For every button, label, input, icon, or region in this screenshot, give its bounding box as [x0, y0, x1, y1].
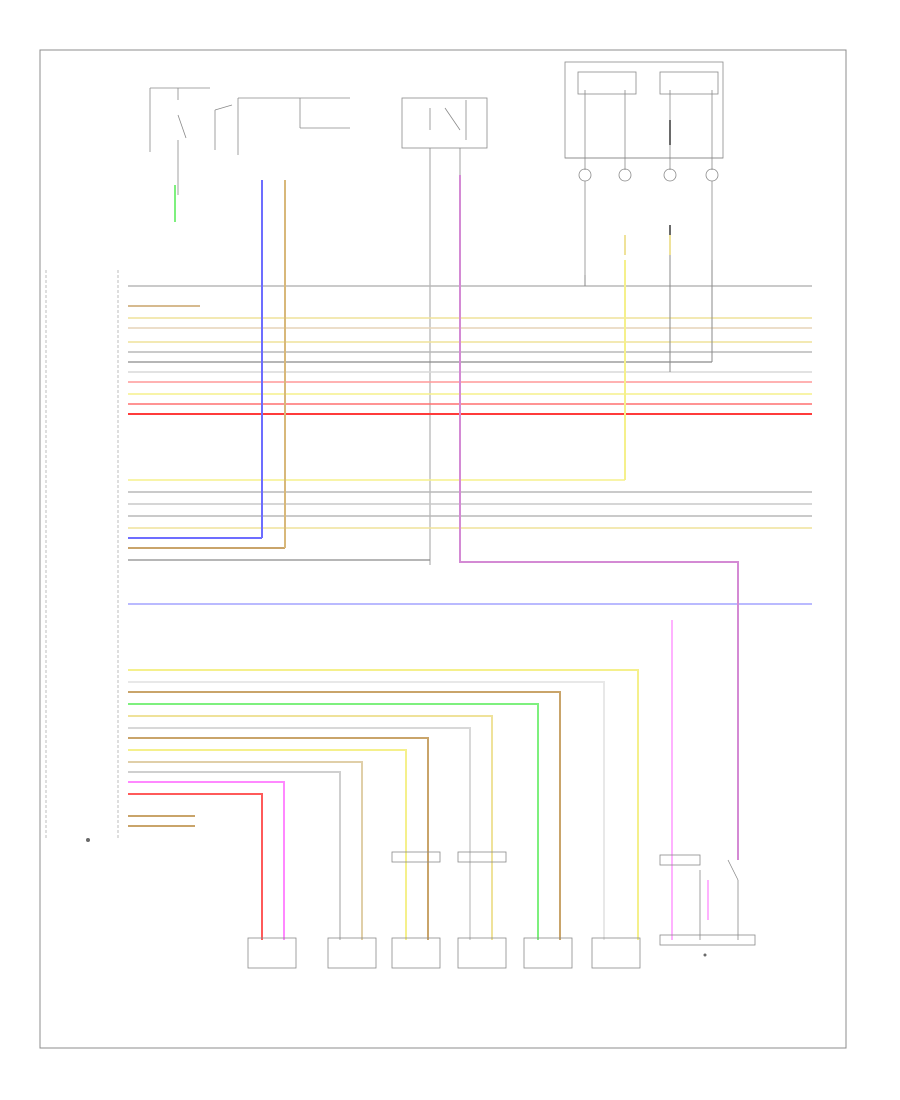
bottom-connectors — [247, 934, 756, 969]
ignition-switch-block — [149, 87, 350, 195]
mid-connector-headers — [391, 851, 701, 866]
violet-wire — [459, 175, 739, 860]
bus-wires — [128, 285, 812, 605]
diagram-frame — [39, 49, 847, 1049]
ground-marker — [703, 953, 707, 957]
relay-box — [401, 97, 488, 565]
sensor-connector-block — [564, 61, 724, 275]
lower-harness — [128, 669, 639, 940]
module-marker — [86, 838, 90, 842]
right-switch — [699, 859, 739, 940]
